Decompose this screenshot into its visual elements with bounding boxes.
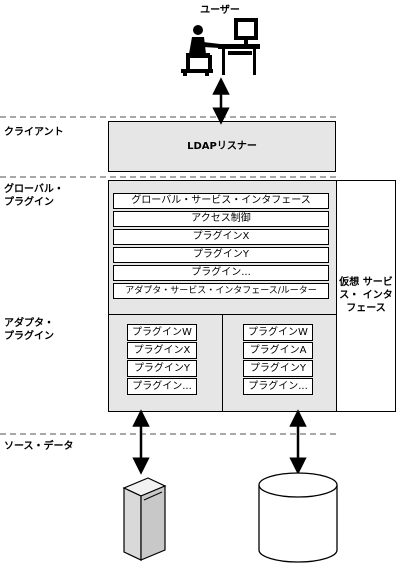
adapter-area-right — [222, 314, 337, 412]
user-at-computer-icon — [181, 18, 260, 76]
plugin-more-row: プラグイン... — [113, 265, 329, 281]
access-control-row: アクセス制御 — [113, 211, 329, 227]
book-icon — [122, 477, 167, 561]
adapter-left-plugin-w: プラグインW — [127, 324, 197, 341]
layer-label-global-plugins: グローバル・プラグイン — [4, 184, 64, 208]
database-icon — [258, 472, 338, 563]
adapter-left-plugin-more: プラグイン... — [127, 378, 197, 395]
plugin-y-row: プラグインY — [113, 247, 329, 263]
adapter-service-router-row: アダプタ・サービス・インタフェース/ルーター — [113, 283, 329, 299]
virtual-service-interface-label: 仮想 サービス・ インタ フェース — [339, 277, 393, 314]
ldap-listener-label: LDAPリスナー — [187, 141, 257, 152]
adapter-right-plugin-more: プラグイン... — [243, 378, 313, 395]
separator-client — [0, 116, 336, 118]
layer-label-client: クライアント — [4, 127, 64, 138]
adapter-left-plugin-x: プラグインX — [127, 342, 197, 359]
separator-global — [0, 176, 336, 178]
adapter-right-plugin-w: プラグインW — [243, 324, 313, 341]
layer-label-source-data: ソース・データ — [4, 441, 74, 452]
plugin-x-row: プラグインX — [113, 229, 329, 245]
global-service-interface-row: グローバル・サービス・インタフェース — [113, 193, 329, 209]
layer-label-adapter-plugins: アダプタ・プラグイン — [4, 318, 54, 342]
ldap-listener-box — [108, 121, 336, 172]
adapter-right-plugin-a: プラグインA — [243, 342, 313, 359]
adapter-right-plugin-y: プラグインY — [243, 360, 313, 377]
user-label: ユーザー — [200, 5, 240, 16]
separator-source — [0, 433, 336, 435]
adapter-left-plugin-y: プラグインY — [127, 360, 197, 377]
